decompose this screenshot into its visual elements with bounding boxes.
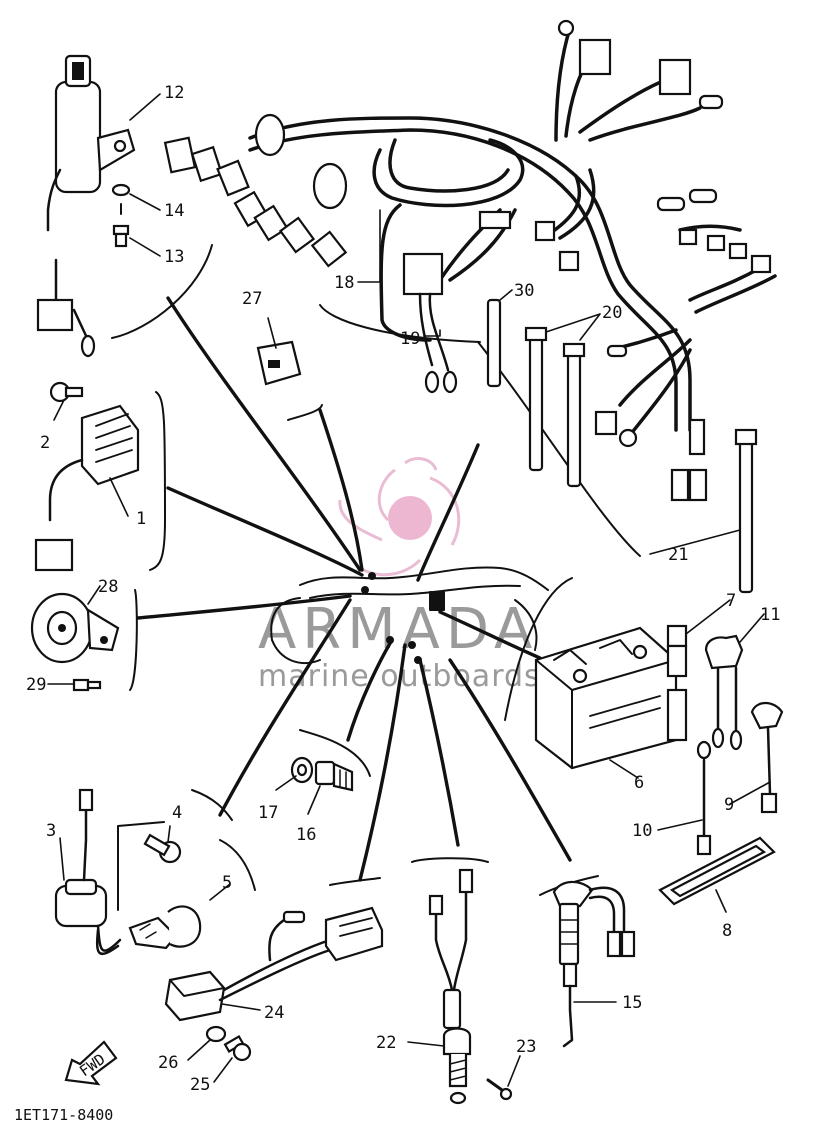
lead-10 xyxy=(696,740,712,856)
rectifier-regulator xyxy=(34,404,140,572)
unit-24 xyxy=(164,906,384,1022)
relay xyxy=(256,340,302,386)
callout-labels: 12 14 13 18 19 30 20 27 2 1 28 29 21 7 1… xyxy=(26,83,780,1095)
main-switch xyxy=(36,54,136,358)
callout-25: 25 xyxy=(190,1075,210,1095)
callout-27: 27 xyxy=(242,289,262,309)
bracket-3-4 xyxy=(117,821,165,911)
callout-30: 30 xyxy=(514,281,534,301)
wire-harness xyxy=(248,26,777,437)
fwd-arrow: FWD xyxy=(64,1040,118,1086)
callout-10: 10 xyxy=(632,821,652,841)
watermark: ARMADA marine outboards xyxy=(258,457,540,694)
callout-8: 8 xyxy=(722,921,732,941)
battery-mount-block xyxy=(429,591,445,611)
switch-15 xyxy=(552,880,636,1048)
sensor-5 xyxy=(128,905,202,950)
harness-connectors xyxy=(163,19,772,502)
callout-22: 22 xyxy=(376,1033,396,1053)
brackets xyxy=(111,244,641,896)
switch-22 xyxy=(428,868,474,1105)
callout-18: 18 xyxy=(334,273,354,293)
callout-19: 19 xyxy=(400,329,420,349)
band-21 xyxy=(734,428,758,594)
switch-16 xyxy=(314,760,354,792)
screw-13 xyxy=(112,224,130,248)
callout-3: 3 xyxy=(46,821,56,841)
callout-14: 14 xyxy=(164,201,184,221)
callout-12: 12 xyxy=(164,83,184,103)
bolt-2 xyxy=(49,381,84,403)
unit-19 xyxy=(402,252,458,394)
cap-11 xyxy=(704,634,744,751)
propeller-logo xyxy=(338,457,461,577)
callout-5: 5 xyxy=(222,873,232,893)
band-30 xyxy=(486,298,502,388)
callout-7: 7 xyxy=(726,591,736,611)
callout-6: 6 xyxy=(634,773,644,793)
bolt-4 xyxy=(143,833,182,864)
callout-leaders xyxy=(47,93,771,1087)
callout-11: 11 xyxy=(760,605,780,625)
screw-23 xyxy=(486,1078,513,1101)
band-20a xyxy=(524,326,548,472)
callout-1: 1 xyxy=(136,509,146,529)
washer-26 xyxy=(205,1025,227,1043)
diagram-code: 1ET171-8400 xyxy=(14,1106,113,1124)
frame-outline xyxy=(270,566,549,665)
callout-4: 4 xyxy=(172,803,182,823)
plate-8 xyxy=(658,836,776,906)
callout-26: 26 xyxy=(158,1053,178,1073)
coil-3 xyxy=(54,788,122,956)
battery xyxy=(534,626,678,770)
callout-9: 9 xyxy=(724,795,734,815)
washer-14 xyxy=(111,183,131,215)
callout-13: 13 xyxy=(164,247,184,267)
horn xyxy=(30,592,120,664)
callout-23: 23 xyxy=(516,1037,536,1057)
band-20b xyxy=(562,342,586,488)
leader-lines xyxy=(136,296,572,882)
cap-9 xyxy=(750,701,784,814)
callout-2: 2 xyxy=(40,433,50,453)
bolt-29 xyxy=(72,678,102,692)
callout-15: 15 xyxy=(622,993,642,1013)
callout-20: 20 xyxy=(602,303,622,323)
watermark-brand: ARMADA xyxy=(258,597,538,662)
callout-28: 28 xyxy=(98,577,118,597)
callout-24: 24 xyxy=(264,1003,284,1023)
callout-17: 17 xyxy=(258,803,278,823)
callout-21: 21 xyxy=(668,545,688,565)
fuse-7 xyxy=(666,624,688,742)
callout-29: 29 xyxy=(26,675,46,695)
washer-17 xyxy=(290,756,314,784)
bolt-25 xyxy=(223,1035,252,1062)
callout-16: 16 xyxy=(296,825,316,845)
